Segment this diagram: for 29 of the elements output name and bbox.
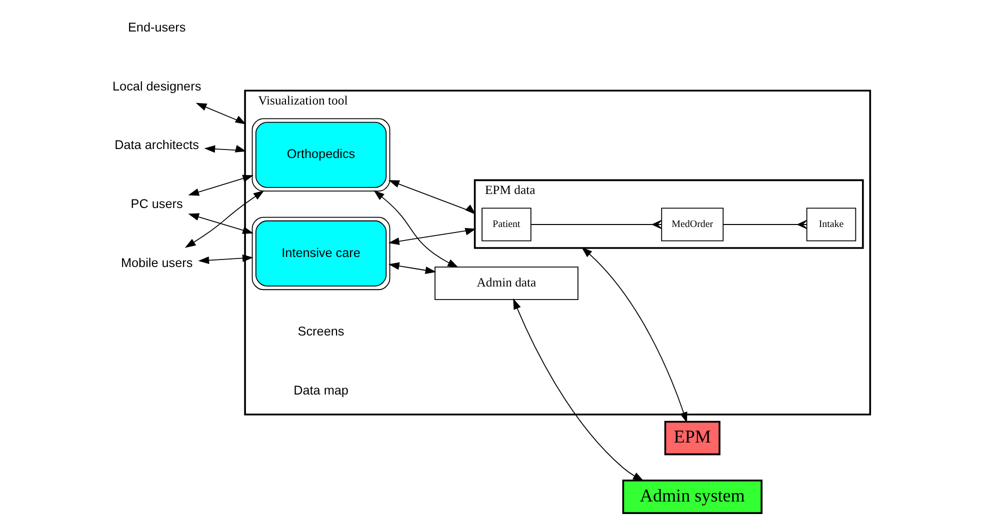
connector [530, 220, 662, 230]
node-box: EPM [664, 420, 720, 456]
arrow [198, 254, 254, 264]
arrow [388, 180, 476, 215]
node-box: Admin system [622, 480, 762, 514]
node-box: Intensive care [252, 216, 390, 290]
node-box: Patient [482, 208, 532, 242]
arrow [388, 262, 436, 274]
arrow [188, 213, 254, 234]
node-box: MedOrder [661, 208, 724, 242]
node-box: Intake [806, 208, 856, 242]
label: Data map [294, 383, 348, 398]
arrow [513, 298, 644, 482]
node-box: Orthopedics [252, 118, 390, 192]
connector [722, 220, 808, 230]
arrow [204, 145, 246, 153]
arrow [196, 102, 246, 124]
arrow [184, 190, 264, 248]
arrow [581, 247, 688, 423]
label: End-users [128, 20, 186, 35]
arrow [388, 228, 476, 246]
label: Screens [298, 324, 344, 339]
arrow [374, 190, 459, 268]
node-text: Mobile users [120, 256, 193, 270]
node-text: Data architects [114, 138, 200, 152]
node-text: Local designers [112, 79, 202, 94]
node-text: PC users [130, 196, 183, 211]
node-box: Admin data [434, 266, 578, 300]
arrow [188, 174, 254, 196]
